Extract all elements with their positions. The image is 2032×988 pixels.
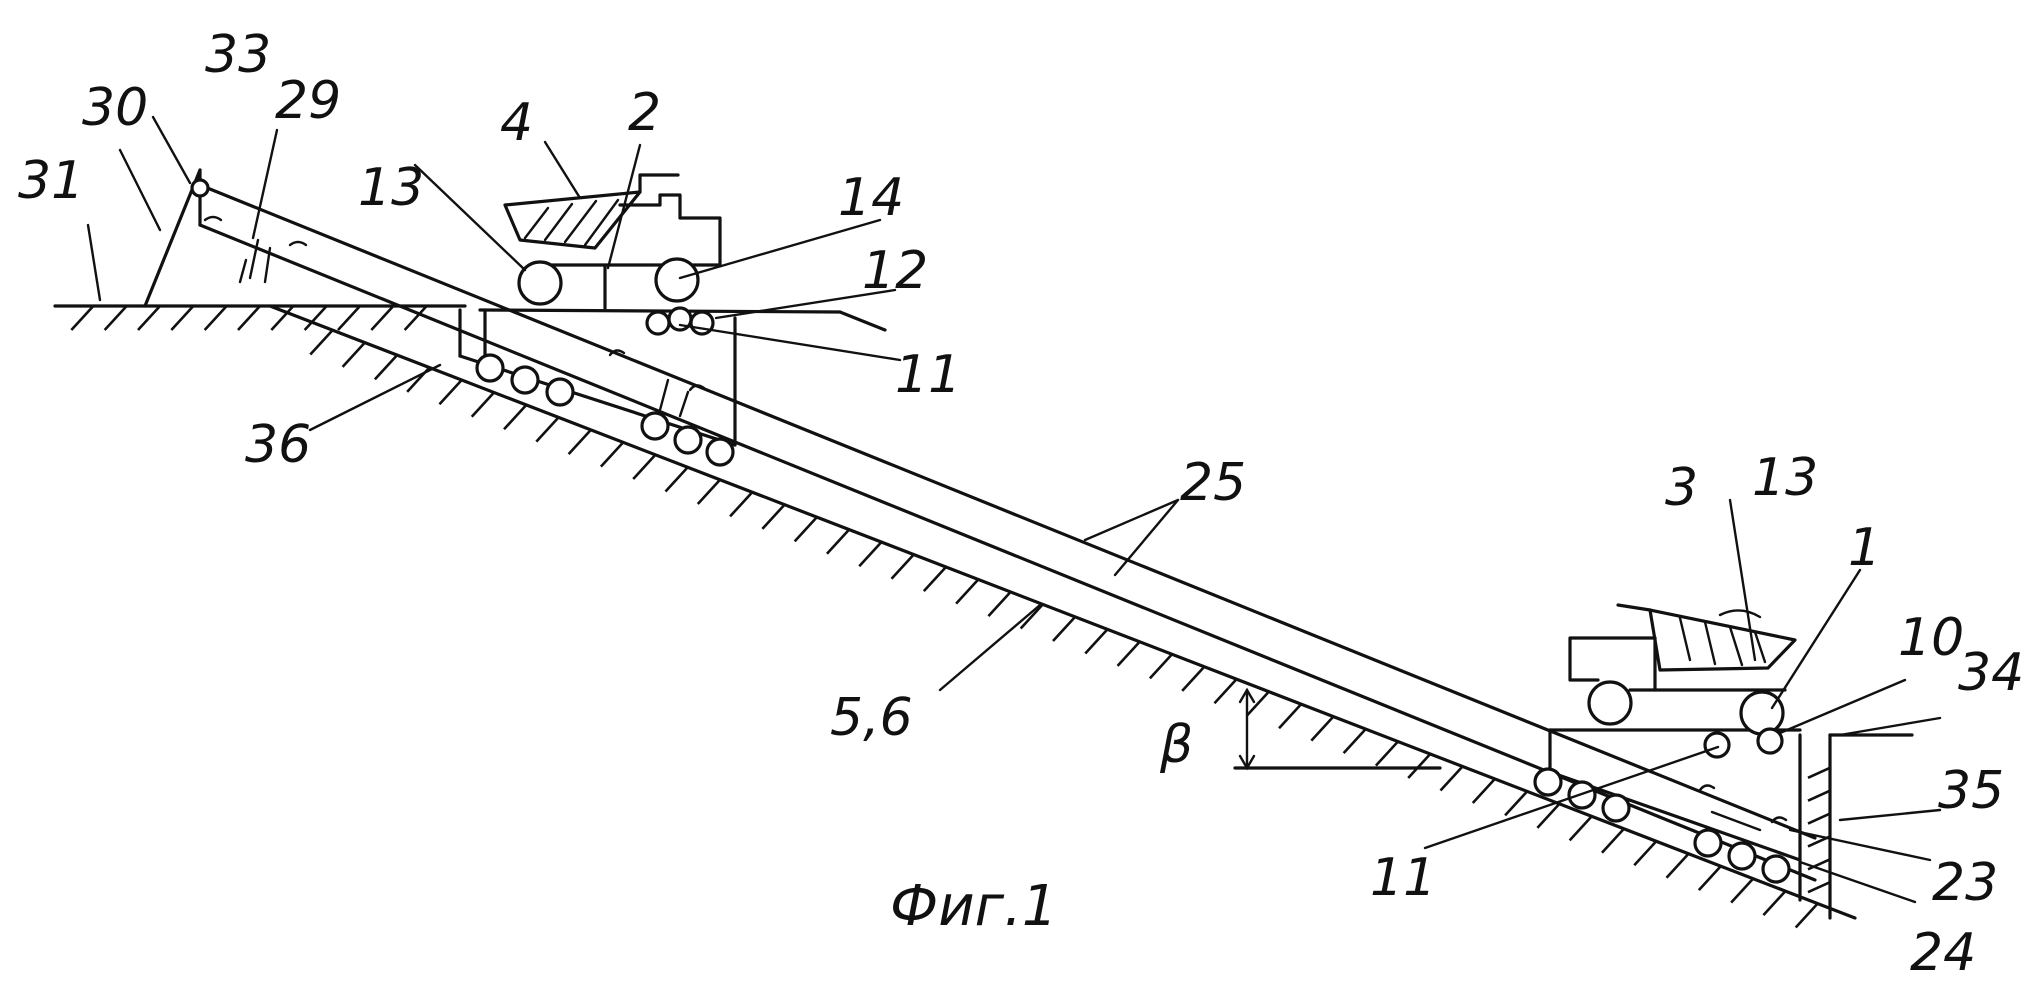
label-12: 12: [862, 241, 928, 301]
ground-hatch-mark: [1021, 605, 1043, 629]
ground-hatch-mark: [633, 455, 655, 479]
wall-hatch-mark: [1808, 791, 1830, 801]
ground-hatch-mark: [1150, 654, 1172, 678]
label-31: 31: [18, 151, 84, 211]
ground-hatch-mark: [1311, 717, 1333, 741]
ground-hatch-mark: [795, 517, 817, 541]
label-11-lower: 11: [1370, 848, 1436, 908]
lower-dump-truck: [1570, 605, 1795, 734]
ground-hatch-mark: [601, 443, 623, 467]
ground-hatch-mark: [171, 306, 193, 330]
ground-hatch-mark: [238, 306, 260, 330]
label-4: 4: [500, 93, 533, 153]
ground-hatch-mark: [1441, 767, 1463, 791]
ground-hatch-mark: [569, 430, 591, 454]
ground-hatch-mark: [1473, 779, 1495, 803]
label-29: 29: [275, 71, 341, 131]
wall-hatch-mark: [1808, 768, 1830, 778]
angle-beta-label: β: [1159, 715, 1193, 775]
label-1: 1: [1848, 518, 1881, 578]
ground-hatch-mark: [371, 306, 393, 330]
label-3: 3: [1665, 458, 1698, 518]
ground-hatch-mark: [310, 330, 332, 354]
ground-hatch-mark: [1279, 704, 1301, 728]
ground-hatch-mark: [1505, 791, 1527, 815]
label-14: 14: [838, 168, 904, 228]
ground-hatch-mark: [988, 592, 1010, 616]
ground-hatch-mark: [698, 480, 720, 504]
ground-hatch-mark: [827, 530, 849, 554]
upper-end-frame: [145, 170, 306, 306]
figure-caption: Фиг.1: [890, 874, 1057, 939]
wall-hatch-mark: [1808, 882, 1830, 892]
ground-hatch-mark: [666, 468, 688, 492]
label-25: 25: [1180, 453, 1246, 513]
label-11-upper: 11: [895, 345, 961, 405]
label-13-lower: 13: [1752, 448, 1818, 508]
ground-hatch-mark: [536, 418, 558, 442]
incline-track: [200, 185, 1815, 880]
ground-hatch-mark: [1570, 816, 1592, 840]
upper-ground: [55, 306, 465, 330]
ground-hatch-mark: [1796, 904, 1818, 928]
upper-stop-rollers: [647, 308, 713, 334]
ground-hatch-mark: [1053, 617, 1075, 641]
label-5-6: 5,6: [830, 688, 913, 748]
ground-hatch-mark: [1376, 742, 1398, 766]
label-23: 23: [1932, 853, 1998, 913]
ground-hatch-mark: [924, 567, 946, 591]
label-36: 36: [245, 415, 311, 475]
label-10: 10: [1898, 608, 1964, 668]
ground-hatch-mark: [1634, 841, 1656, 865]
ground-hatch-mark: [1699, 866, 1721, 890]
label-34: 34: [1958, 643, 2024, 703]
ground-hatch-mark: [1344, 729, 1366, 753]
ground-hatch-mark: [859, 542, 881, 566]
ground-hatch-mark: [472, 393, 494, 417]
ground-hatch-mark: [504, 405, 526, 429]
lower-stop-rollers: [1705, 729, 1782, 757]
ground-hatch-mark: [338, 306, 360, 330]
ground-hatch-mark: [1731, 879, 1753, 903]
ground-hatch-mark: [205, 306, 227, 330]
lower-end-wall: [1800, 735, 1912, 918]
ground-hatch-mark: [343, 343, 365, 367]
ground-hatch-mark: [138, 306, 160, 330]
label-24: 24: [1910, 923, 1976, 983]
label-2: 2: [628, 83, 661, 143]
wall-hatch-mark: [1808, 814, 1830, 824]
ground-hatch-mark: [1408, 754, 1430, 778]
label-35: 35: [1938, 761, 2004, 821]
ground-hatch-mark: [1602, 829, 1624, 853]
ground-hatch-mark: [1214, 679, 1236, 703]
ground-hatch-mark: [1763, 891, 1785, 915]
ground-hatch-mark: [1118, 642, 1140, 666]
ground-hatch-mark: [956, 580, 978, 604]
ground-hatch-mark: [1085, 629, 1107, 653]
leader-lines: [88, 117, 1940, 902]
ground-hatch-mark: [105, 306, 127, 330]
ground-hatch-mark: [375, 355, 397, 379]
label-13-upper: 13: [358, 158, 424, 218]
upper-dump-truck: [505, 175, 720, 308]
pulley-33: [192, 180, 208, 196]
slope-ground: [270, 306, 1855, 928]
ground-hatch-mark: [892, 555, 914, 579]
ground-hatch-mark: [1667, 854, 1689, 878]
angle-beta-indicator: [1235, 690, 1440, 768]
ground-hatch-mark: [762, 505, 784, 529]
ground-hatch-mark: [1182, 667, 1204, 691]
upper-carriage-rollers: [477, 355, 733, 465]
label-33: 33: [205, 25, 271, 85]
ground-hatch-mark: [730, 492, 752, 516]
label-30: 30: [82, 78, 148, 138]
callout-labels: 33 30 29 31 4 2 13 14 12 11 36 25 5,6 3 …: [18, 25, 2024, 983]
ground-hatch-mark: [439, 380, 461, 404]
ground-hatch-mark: [71, 306, 93, 330]
